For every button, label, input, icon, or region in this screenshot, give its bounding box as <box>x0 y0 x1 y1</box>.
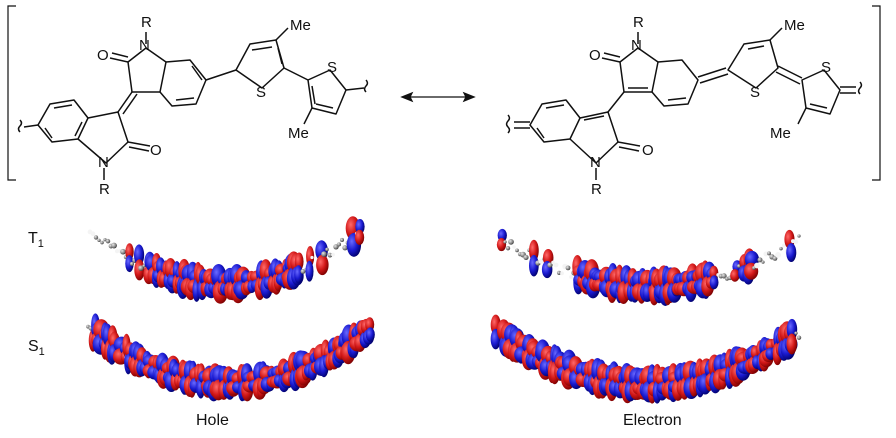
right-structure <box>505 27 863 180</box>
atom-sphere <box>508 238 514 245</box>
atom-sphere <box>321 251 327 257</box>
atom-sphere <box>523 254 529 260</box>
t1-electron-orbital <box>496 228 801 306</box>
left-me-top: Me <box>290 17 311 34</box>
atom-sphere <box>569 275 573 279</box>
orbital-lobe <box>294 265 303 284</box>
s1-electron-orbital <box>490 314 802 404</box>
atom-sphere <box>794 331 798 335</box>
atom-sphere <box>775 251 781 258</box>
atom-sphere <box>503 240 507 244</box>
atom-sphere <box>796 335 802 340</box>
state-label-t1: T1 <box>28 230 44 251</box>
atom-sphere <box>538 258 544 264</box>
atom-sphere <box>111 242 117 249</box>
atom-sphere <box>325 247 329 252</box>
right-r-bottom: R <box>591 181 602 198</box>
orbital-lobe <box>305 260 314 282</box>
atom-sphere <box>120 248 126 255</box>
atom-sphere <box>331 252 335 257</box>
atom-sphere <box>515 248 519 253</box>
left-o-bottom: O <box>150 142 162 159</box>
atom-sphere <box>336 242 342 247</box>
atom-sphere <box>793 239 799 244</box>
atom-sphere <box>767 251 771 256</box>
left-atom-labels: N R O S Me S Me N R O <box>97 14 337 198</box>
resonance-arrow <box>400 91 476 103</box>
right-bracket <box>872 5 881 181</box>
orbital-lobe <box>365 327 375 342</box>
atom-sphere <box>114 249 120 254</box>
atom-sphere <box>556 270 562 276</box>
right-atom-labels: N R O S Me S Me N R O <box>589 14 831 198</box>
right-me-bottom: Me <box>770 125 791 142</box>
atom-sphere <box>551 260 555 265</box>
left-n-top: N <box>139 37 150 54</box>
left-r-bottom: R <box>99 181 110 198</box>
left-me-bottom: Me <box>288 125 309 142</box>
right-s-right: S <box>821 59 831 76</box>
left-r-top: R <box>141 14 152 31</box>
left-bracket <box>7 5 16 181</box>
atom-sphere <box>553 262 559 268</box>
atom-sphere <box>138 265 144 271</box>
atom-sphere <box>779 246 783 251</box>
atom-sphere <box>512 245 516 249</box>
right-n-bottom: N <box>590 154 601 171</box>
orbital-lobe <box>786 318 798 340</box>
orbital-lobe <box>709 275 719 290</box>
atom-sphere <box>313 264 317 268</box>
atom-sphere <box>754 262 760 269</box>
right-r-top: R <box>633 14 644 31</box>
orbital-lobe <box>529 254 539 277</box>
atom-sphere <box>781 243 787 248</box>
column-label-hole: Hole <box>196 412 229 429</box>
orbital-lobe <box>125 243 134 261</box>
left-n-bottom: N <box>98 154 109 171</box>
left-structure <box>17 27 369 180</box>
atom-sphere <box>100 240 104 245</box>
left-o-top: O <box>97 47 109 64</box>
atom-sphere <box>93 235 99 240</box>
atom-sphere <box>339 237 345 243</box>
state-label-s1: S1 <box>28 338 45 359</box>
orbital-lobe <box>786 243 797 263</box>
atom-sphere <box>310 255 314 260</box>
orbital-lobe <box>125 255 134 273</box>
atom-sphere <box>560 271 564 276</box>
t1-hole-orbital <box>87 216 365 304</box>
orbital-lobe <box>316 254 329 276</box>
left-s-mid: S <box>256 84 266 101</box>
atom-sphere <box>342 245 348 251</box>
right-me-top: Me <box>784 17 805 34</box>
orbital-lobe <box>730 269 740 282</box>
atom-sphere <box>129 261 135 266</box>
atom-sphere <box>547 262 553 268</box>
atom-sphere <box>757 257 763 263</box>
orbital-lobe <box>354 229 365 246</box>
right-n-top: N <box>631 37 642 54</box>
atom-sphere <box>90 231 96 237</box>
atom-sphere <box>103 238 107 242</box>
left-s-right: S <box>327 59 337 76</box>
right-o-top: O <box>589 47 601 64</box>
orbital-lobe <box>786 333 798 355</box>
right-s-mid: S <box>750 84 760 101</box>
orbital-lobe <box>529 239 539 262</box>
atom-sphere <box>97 238 101 242</box>
column-label-electron: Electron <box>623 412 682 429</box>
right-o-bottom: O <box>642 142 654 159</box>
atom-sphere <box>327 252 333 258</box>
orbital-lobe <box>709 265 719 280</box>
atom-sphere <box>505 246 511 251</box>
atom-sphere <box>761 260 765 264</box>
atom-sphere <box>565 265 571 271</box>
atom-sphere <box>105 238 111 244</box>
atom-sphere <box>721 273 727 279</box>
atom-sphere <box>797 234 801 238</box>
orbital-lobe <box>496 238 507 252</box>
s1-hole-orbital <box>86 313 375 402</box>
